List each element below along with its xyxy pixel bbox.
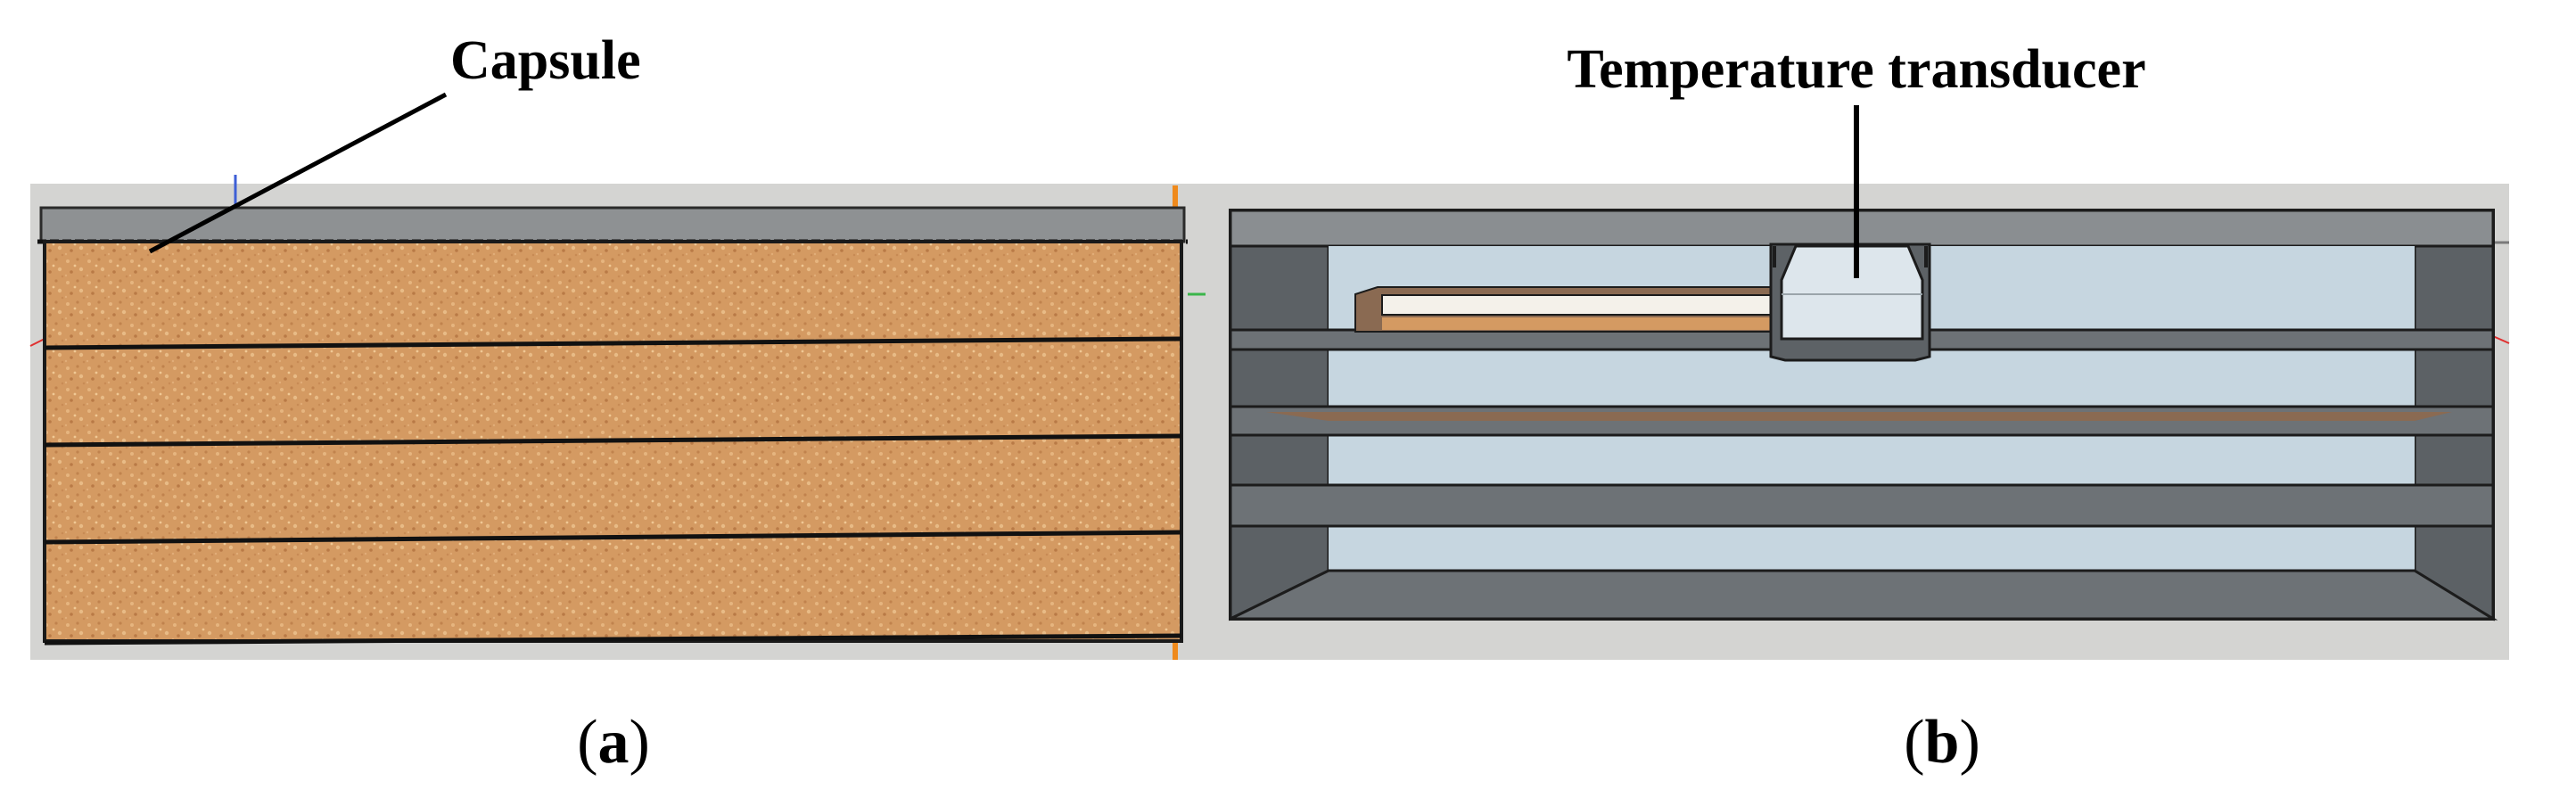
cork-layer-line-2	[44, 433, 1182, 448]
panel-a-caption-open: (	[577, 708, 597, 777]
panel-a-axis-red	[29, 338, 45, 347]
panel-b-caption-letter: b	[1925, 708, 1960, 777]
panel-b-caption: (b)	[1904, 708, 1980, 777]
sample-tray-cork	[1382, 317, 1774, 330]
cavity-4	[1329, 526, 2415, 571]
cork-layer-line-1	[44, 336, 1182, 350]
divider-3-band	[1229, 483, 2495, 528]
panel-a-caption-close: )	[630, 708, 650, 777]
cork-layer-line-3	[44, 530, 1182, 545]
panel-b: Temperature transducer (b)	[1214, 39, 2510, 777]
panel-a-caption: (a)	[577, 708, 650, 777]
capsule-cap	[39, 206, 1186, 243]
panel-a: Capsule (a)	[29, 30, 1214, 777]
cork-bottom-line	[44, 633, 1182, 646]
sample-tray-top	[1381, 294, 1775, 316]
capsule-label: Capsule	[450, 30, 641, 91]
transducer-label: Temperature transducer	[1567, 39, 2145, 100]
divider-2-brown	[1266, 412, 2452, 421]
panel-a-caption-letter: a	[598, 708, 630, 777]
bottom-floor	[1230, 569, 2498, 621]
panel-b-caption-close: )	[1959, 708, 1979, 777]
container-lid	[1229, 209, 2495, 248]
panel-b-caption-open: (	[1904, 708, 1924, 777]
capsule-leader-line	[148, 92, 448, 254]
cavity-3	[1329, 435, 2415, 485]
transducer-body	[1780, 244, 1924, 341]
